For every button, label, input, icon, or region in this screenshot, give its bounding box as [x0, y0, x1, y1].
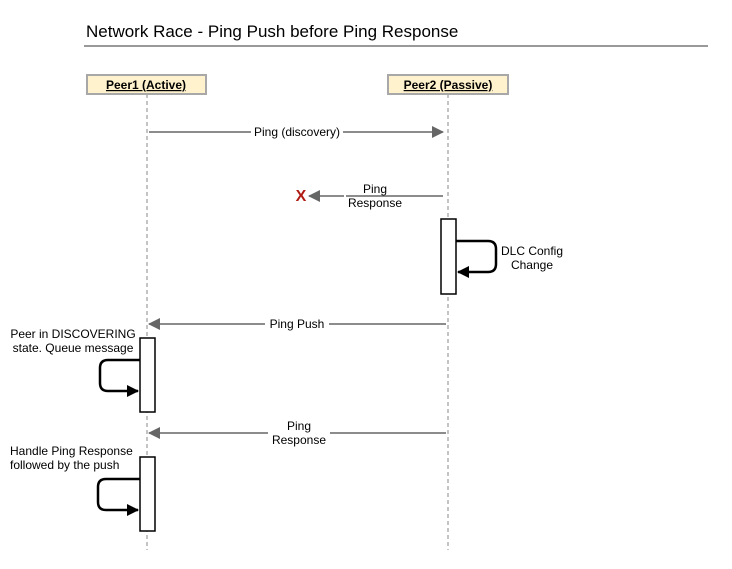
message-label-line2: Response — [272, 433, 326, 447]
participant-peer2-label: Peer2 (Passive) — [404, 78, 493, 92]
note-line1: Handle Ping Response — [10, 444, 133, 458]
note-line1: DLC Config — [501, 244, 563, 258]
self-call-arrow — [96, 477, 140, 516]
activation-bar — [139, 337, 156, 413]
message-ping-response-lost: Ping Response X — [296, 182, 443, 210]
message-label: Ping Push — [270, 317, 325, 331]
message-ping-discovery: Ping (discovery) — [149, 124, 444, 140]
self-call-arrow — [98, 358, 140, 397]
self-call-arrow — [456, 239, 498, 278]
participant-peer2: Peer2 (Passive) — [387, 74, 509, 95]
message-label-line2: Response — [348, 196, 402, 210]
message-lost-x-icon: X — [296, 188, 307, 205]
note-line2: Change — [511, 258, 553, 272]
message-label: Ping (discovery) — [254, 125, 340, 139]
message-ping-push: Ping Push — [148, 316, 446, 332]
participant-peer1: Peer1 (Active) — [86, 74, 207, 95]
message-label-line1: Ping — [287, 419, 311, 433]
activation-peer2-dlc: DLC Config Change — [440, 218, 563, 295]
participant-peer1-label: Peer1 (Active) — [106, 78, 186, 92]
diagram-title: Network Race - Ping Push before Ping Res… — [86, 22, 458, 41]
message-label-line1: Ping — [363, 182, 387, 196]
activation-bar — [139, 456, 156, 532]
note-line2: state. Queue message — [13, 341, 134, 355]
note-line1: Peer in DISCOVERING — [10, 327, 135, 341]
activation-peer1-handle: Handle Ping Response followed by the pus… — [10, 444, 156, 532]
note-line2: followed by the push — [10, 458, 119, 472]
activation-peer1-queue: Peer in DISCOVERING state. Queue message — [10, 327, 156, 413]
message-ping-response: Ping Response — [148, 419, 446, 447]
activation-bar — [440, 218, 457, 295]
